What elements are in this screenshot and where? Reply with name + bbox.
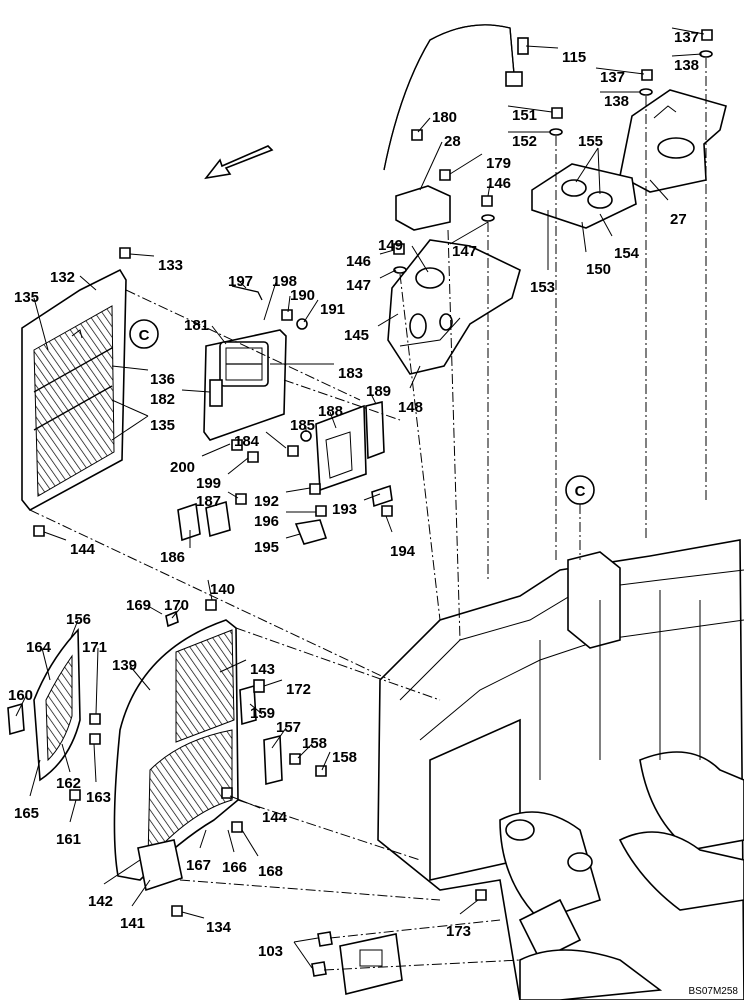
callout-146: 146 xyxy=(346,253,371,270)
callout-183: 183 xyxy=(338,365,363,382)
bottom-cover-plate xyxy=(311,931,403,995)
callout-144: 144 xyxy=(70,541,96,558)
callout-180: 180 xyxy=(432,109,457,126)
callout-138: 138 xyxy=(604,93,629,110)
callout-162: 162 xyxy=(56,775,81,792)
callout-182: 182 xyxy=(150,391,175,408)
callout-158: 158 xyxy=(332,749,357,766)
callout-labels: 137 115 138 137 138 151 180 28 152 155 179 146 27 154… xyxy=(8,29,699,960)
callout-193: 193 xyxy=(332,501,357,518)
front-direction-arrow xyxy=(204,145,274,180)
callout-147: 147 xyxy=(452,243,477,260)
callout-135: 135 xyxy=(14,289,39,306)
callout-144: 144 xyxy=(262,809,288,826)
callout-155: 155 xyxy=(578,133,603,150)
callout-145: 145 xyxy=(344,327,369,344)
callout-133: 133 xyxy=(158,257,183,274)
alignment-lines xyxy=(29,58,707,971)
callout-157: 157 xyxy=(276,719,301,736)
callout-190: 190 xyxy=(290,287,315,304)
callout-146: 146 xyxy=(486,175,511,192)
callout-188: 188 xyxy=(318,403,343,420)
callout-161: 161 xyxy=(56,831,81,848)
callout-199: 199 xyxy=(196,475,221,492)
reference-circle-c-frame-label: C xyxy=(575,483,586,500)
callout-158: 158 xyxy=(302,735,327,752)
callout-136: 136 xyxy=(150,371,175,388)
callout-151: 151 xyxy=(512,107,537,124)
door-bracket xyxy=(315,400,385,492)
callout-164: 164 xyxy=(26,639,52,656)
callout-170: 170 xyxy=(164,597,189,614)
callout-134: 134 xyxy=(206,919,232,936)
callout-139: 139 xyxy=(112,657,137,674)
access-door-assembly xyxy=(203,285,287,441)
callout-159: 159 xyxy=(250,705,275,722)
latch-hardware xyxy=(177,484,393,545)
callout-103: 103 xyxy=(258,943,283,960)
step-plate-27 xyxy=(619,89,727,193)
reference-circle-c: C xyxy=(129,319,159,349)
callout-172: 172 xyxy=(286,681,311,698)
callout-163: 163 xyxy=(86,789,111,806)
callout-143: 143 xyxy=(250,661,275,678)
callout-189: 189 xyxy=(366,383,391,400)
callout-147: 147 xyxy=(346,277,371,294)
callout-28: 28 xyxy=(444,133,461,150)
callout-137: 137 xyxy=(674,29,699,46)
step-cover xyxy=(387,239,521,375)
callout-148: 148 xyxy=(398,399,423,416)
callout-196: 196 xyxy=(254,513,279,530)
bracket-28 xyxy=(395,185,451,231)
callout-152: 152 xyxy=(512,133,537,150)
callout-154: 154 xyxy=(614,245,640,262)
callout-185: 185 xyxy=(290,417,315,434)
callout-142: 142 xyxy=(88,893,113,910)
callout-192: 192 xyxy=(254,493,279,510)
side-hardware xyxy=(239,679,283,786)
main-frame xyxy=(377,539,744,1000)
callout-187: 187 xyxy=(196,493,221,510)
callout-200: 200 xyxy=(170,459,195,476)
callout-137: 137 xyxy=(600,69,625,86)
callout-195: 195 xyxy=(254,539,279,556)
callout-160: 160 xyxy=(8,687,33,704)
callout-135: 135 xyxy=(150,417,175,434)
callout-191: 191 xyxy=(320,301,345,318)
handrail xyxy=(383,24,529,171)
callout-165: 165 xyxy=(14,805,39,822)
callout-132: 132 xyxy=(50,269,75,286)
callout-179: 179 xyxy=(486,155,511,172)
callout-197: 197 xyxy=(228,273,253,290)
callout-153: 153 xyxy=(530,279,555,296)
step-grating-154 xyxy=(531,163,637,229)
callout-194: 194 xyxy=(390,543,416,560)
diagram-code: BS07M258 xyxy=(689,986,739,997)
callout-115: 115 xyxy=(562,49,586,66)
callout-27: 27 xyxy=(670,211,687,228)
callout-140: 140 xyxy=(210,581,235,598)
callout-149: 149 xyxy=(378,237,403,254)
callout-141: 141 xyxy=(120,915,145,932)
callout-156: 156 xyxy=(66,611,91,628)
callout-173: 173 xyxy=(446,923,471,940)
callout-171: 171 xyxy=(82,639,107,656)
callout-138: 138 xyxy=(674,57,699,74)
callout-169: 169 xyxy=(126,597,151,614)
fasteners xyxy=(33,29,713,917)
callout-198: 198 xyxy=(272,273,297,290)
left-side-screen-panel xyxy=(21,268,127,512)
callout-150: 150 xyxy=(586,261,611,278)
reference-circle-c-label: C xyxy=(139,327,150,344)
callout-167: 167 xyxy=(186,857,211,874)
callout-166: 166 xyxy=(222,859,247,876)
leader-lines xyxy=(15,27,705,969)
callout-186: 186 xyxy=(160,549,185,566)
callout-168: 168 xyxy=(258,863,283,880)
reference-circle-c-frame: C xyxy=(565,475,595,505)
callout-184: 184 xyxy=(234,433,260,450)
callout-181: 181 xyxy=(184,317,209,334)
